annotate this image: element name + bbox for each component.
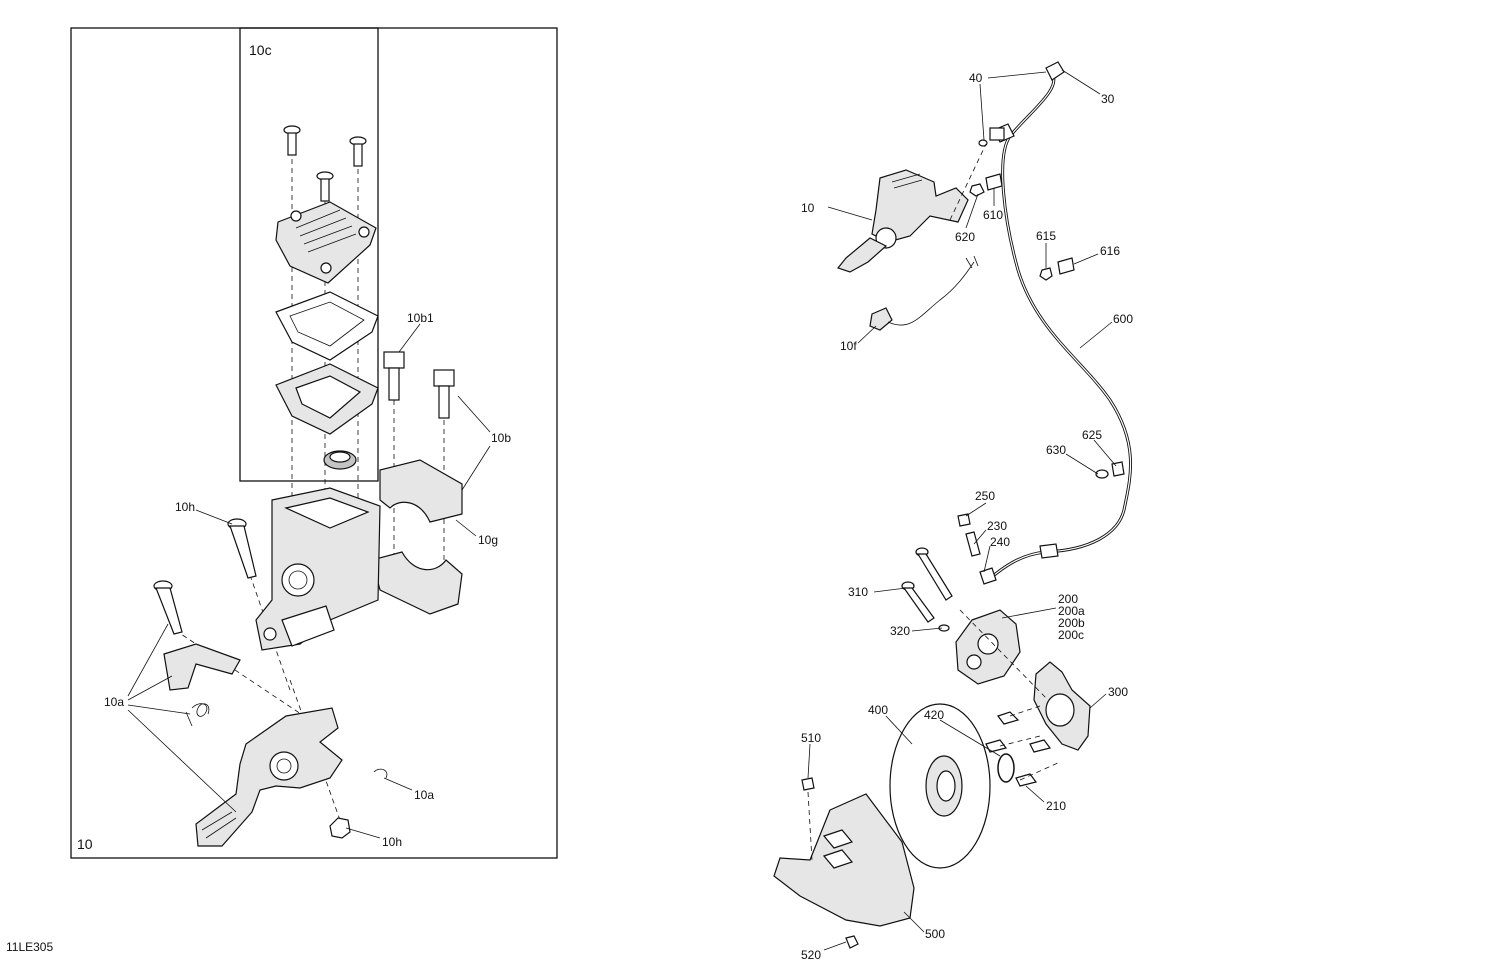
brake-hose [985,61,1133,584]
master-cylinder-assembly [836,169,969,273]
callout-610: 610 [983,208,1003,222]
return-spring [185,703,210,727]
callout-10h-top: 10h [175,500,195,514]
clamp-bolt [433,369,455,419]
pivot-pin [227,518,257,579]
assembly-axes-right [807,143,1061,861]
lever-screw [153,580,183,635]
diaphragm-plate [275,291,379,361]
callout-500: 500 [925,927,945,941]
guard-screw-510 [801,777,815,791]
callout-615: 615 [1036,229,1056,243]
caliper-bracket [1033,661,1091,751]
callout-620: 620 [955,230,975,244]
caliper-bolt-short [901,581,935,623]
callout-10: 10 [801,201,815,215]
callout-600: 600 [1113,312,1133,326]
sight-glass [323,450,357,470]
brake-light-switch [869,255,979,331]
bracket-bolt [1029,739,1052,753]
detail-label-10c: 10c [249,42,272,58]
callout-10a-right: 10a [414,788,434,802]
guard-nut-520 [845,935,859,949]
bleeder-cap [957,513,971,527]
bracket-bolt [997,711,1020,725]
master-cylinder-body [255,487,381,651]
nut-615 [1039,267,1053,281]
diaphragm [275,363,379,435]
banjo-bolt-caliper [979,567,997,585]
bracket-bolt [1015,773,1038,787]
nut-620 [969,183,985,197]
clamp-bolt [383,351,405,401]
callout-400: 400 [868,703,888,717]
bleeder-screw [965,531,981,557]
leaders-left [127,323,491,839]
callout-10a-left: 10a [104,695,124,709]
washer-630 [1095,469,1109,479]
banjo-bolt [989,127,1005,141]
brake-lever [195,707,343,847]
callout-10f: 10f [840,339,857,353]
caliper-bolt-long [915,547,953,601]
callout-200b: 200b [1058,616,1085,630]
callout-320: 320 [890,624,910,638]
callout-40: 40 [969,71,983,85]
figure-code: 11LE305 [6,940,53,954]
handlebar-clamp [371,459,463,615]
callout-240: 240 [990,535,1010,549]
brake-caliper [955,609,1021,685]
callout-520: 520 [801,948,821,962]
pivot-nut [329,817,351,839]
callout-10g: 10g [478,533,498,547]
hose-clamp-616 [1057,257,1075,275]
cover-screw [283,125,301,156]
callout-200: 200 [1058,592,1078,606]
retaining-clip [373,768,388,779]
clamp-625 [1111,461,1125,477]
callout-210: 210 [1046,799,1066,813]
leaders-right [807,69,1117,951]
banjo-washer [978,139,988,147]
detail-label-10: 10 [77,836,93,852]
cover-screw [316,171,334,202]
callout-10b: 10b [491,431,511,445]
callout-630: 630 [1046,443,1066,457]
callout-230: 230 [987,519,1007,533]
callout-310: 310 [848,585,868,599]
detail-frame-10c [239,27,379,482]
callout-200c: 200c [1058,628,1084,642]
callout-250: 250 [975,489,995,503]
callout-300: 300 [1108,685,1128,699]
callout-510: 510 [801,731,821,745]
bracket-bolt [985,739,1008,753]
callout-625: 625 [1082,428,1102,442]
o-ring [997,753,1015,783]
callout-30: 30 [1101,92,1115,106]
reservoir-cover [275,201,377,284]
callout-200a: 200a [1058,604,1085,618]
brake-disc [889,703,991,869]
callout-10h-bottom: 10h [382,835,402,849]
cover-screw [349,136,367,167]
callout-420: 420 [924,708,944,722]
cam-plate [163,643,241,691]
disc-guard [773,793,915,927]
callout-616: 616 [1100,244,1120,258]
callout-10b1: 10b1 [407,311,434,325]
hose-clamp-610 [985,173,1003,191]
